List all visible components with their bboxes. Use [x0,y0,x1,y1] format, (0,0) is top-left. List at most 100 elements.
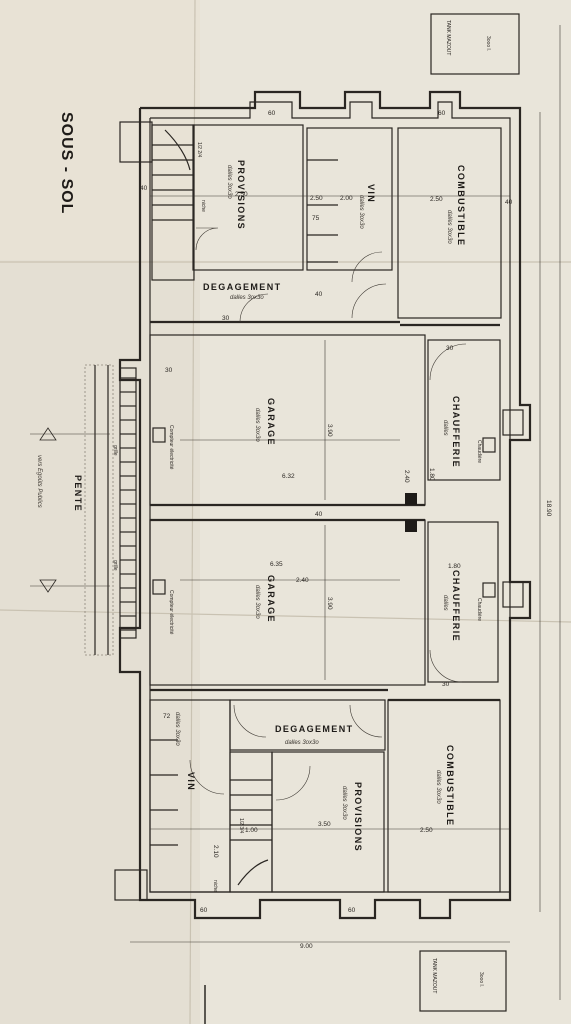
room-chaufferie-bottom [427,521,499,683]
room-note-garage-bottom: dalles 3ox3o [254,585,260,619]
room-label-chaufferie-top: CHAUFFERIE [451,396,461,468]
room-note-combustible-top: dalles 3ox3o [446,210,452,244]
door-swing [349,704,383,738]
meter-top [152,427,166,443]
dimension-label: 2.10 [212,845,219,858]
dimension-label: 6.35 [270,561,283,568]
stair-landing-bottom [114,869,148,901]
room-combustible-top [397,127,502,319]
dimension-label: 40 [140,185,148,192]
room-label-combustible-top: COMBUSTIBLE [456,165,466,246]
tank-top-size: 3ooo l. [485,36,491,51]
ramp [119,367,137,639]
dimension-label: 2.00 [340,195,353,202]
plan-title: SOUS - SOL [58,112,75,214]
annotation-stair-bottom: 1/2 3/4 [238,818,244,834]
dimension-label: 3.50 [318,821,331,828]
room-note-combustible-bottom: dalles 3ox3o [435,770,441,804]
dimension-label: 30 [222,315,230,322]
room-garage-bottom [149,519,426,686]
column-marker [405,520,417,532]
room-label-provisions-top: PROVISIONS [236,160,246,230]
room-provisions-top [192,124,304,271]
dimension-label: 1.00 [245,827,258,834]
room-note-garage-top: dalles 3ox3o [254,408,260,442]
dimension-label: 40 [315,291,323,298]
dimension-label: 60 [200,907,208,914]
door-swing [189,759,225,795]
dimension-label: 2.50 [420,827,433,834]
annotation-grille-bottom: grille [112,560,118,571]
dimension-label: 30 [446,345,454,352]
annotation-niche-top: niche [200,200,206,212]
dimension-label: 6.32 [282,473,295,480]
room-label-degagement-top: DEGAGEMENT [203,282,282,292]
room-label-combustible-bottom: COMBUSTIBLE [445,745,455,826]
dimension-label: 2.40 [296,577,309,584]
door-swing [351,283,387,319]
annotation-niche-bottom: niche [212,880,218,892]
room-combustible-bottom [387,699,501,893]
dimension-label: 1.80 [448,563,461,570]
ramp-label: PENTE [73,475,83,512]
annotation-stair-top: 1/2 2/4 [196,142,202,158]
boiler-bottom [482,582,496,598]
room-note-degagement-top: dalles 3ox3o [230,295,264,301]
door-swing [429,343,467,381]
dimension-label: 2.50 [310,195,323,202]
dimension-label: 30 [165,367,173,374]
dimension-label: 2.40 [403,470,410,483]
dimension-label: 60 [348,907,356,914]
column-marker [405,493,417,505]
room-note-chaufferie-top: dalles [442,420,448,436]
tank-top [430,13,520,75]
door-swing [351,251,383,283]
room-label-provisions-bottom: PROVISIONS [353,782,363,852]
dimension-label: 30 [442,681,450,688]
room-degagement-bottom [229,699,386,751]
room-note-chaufferie-bottom: dalles [442,595,448,611]
door-swing [233,704,267,738]
tank-top-label: TANK MAZOUT [445,20,451,55]
staircase-top [151,124,195,281]
ramp-note: vers Egoûts Publics [36,455,42,508]
room-label-vin-top: VIN [366,184,376,203]
chimney-bottom [502,581,524,608]
room-note-vin-bottom: dalles 3ox3o [174,712,180,746]
annotation-boiler-top: Chaudière [476,440,482,463]
annotation-boiler-bottom: Chaudière [476,598,482,621]
door-swing [195,227,219,251]
dimension-label: 18.90 [545,500,552,517]
tank-bottom-size: 3ooo l. [478,972,484,987]
dimension-label: 2.50 [430,196,443,203]
dimension-label: 3.90 [326,597,333,610]
annotation-grille-top: grille [112,445,118,456]
room-note-provisions-top: dalles 3ox3o [226,165,232,199]
chimney-top [502,409,524,436]
inner-wall-outline [149,101,511,893]
room-note-degagement-bottom: dalles 3ox3o [285,740,319,746]
tank-bottom [419,950,507,1012]
dimension-label: 9.00 [300,943,313,950]
boiler-top [482,437,496,453]
annotation-meter-bottom: Compteur électricité [168,590,174,635]
paper-panel-right [200,0,571,1024]
dimension-label: 2.50 [235,191,248,198]
dimension-label: 1.80 [428,468,435,481]
paper-panel-top-left [0,0,200,260]
room-chaufferie-top [427,339,501,481]
staircase-bottom [229,751,273,893]
room-label-garage-top: GARAGE [266,398,276,446]
tank-bottom-label: TANK MAZOUT [431,958,437,993]
room-label-vin-bottom: VIN [186,772,196,791]
room-note-provisions-bottom: dalles 3ox3o [341,786,347,820]
dimension-label: 60 [268,110,276,117]
dimension-label: 40 [505,199,513,206]
dimension-label: 60 [438,110,446,117]
ramp-outline [84,364,114,656]
dimension-label: 3.90 [326,424,333,437]
outer-wall [118,90,532,920]
door-swing [429,649,463,683]
room-label-degagement-bottom: DEGAGEMENT [275,724,354,734]
